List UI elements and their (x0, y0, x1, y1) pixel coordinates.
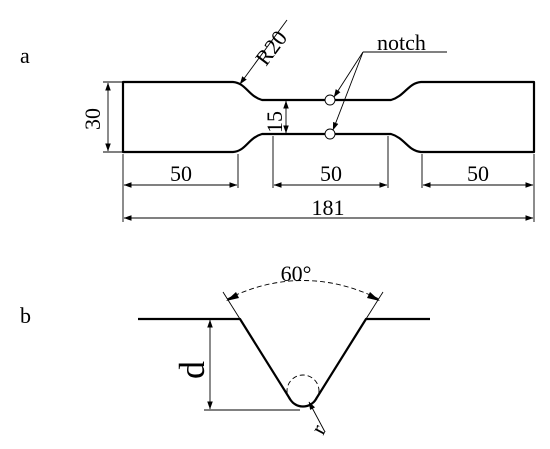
panel-b: b 60° d r (20, 261, 430, 438)
bottom-notch-marker (324, 128, 336, 140)
panel-b-label: b (20, 303, 31, 328)
total-length-label: 181 (312, 195, 345, 220)
gauge-length-label: 50 (320, 161, 342, 186)
tip-radius-leader (308, 401, 326, 433)
right-grip-label: 50 (467, 161, 489, 186)
width-label: 30 (80, 108, 105, 130)
angle-ext-left (222, 291, 241, 320)
panel-a: a notch R20 30 15 50 5 (20, 19, 536, 222)
tip-radius-label: r (305, 420, 331, 439)
angle-label: 60° (281, 261, 312, 286)
radius-leader (239, 19, 288, 85)
depth-label: d (172, 361, 212, 379)
angle-ext-right (365, 291, 384, 320)
angle-arrow-right (367, 292, 380, 301)
specimen-outline (121, 80, 536, 154)
angle-arrow-left (226, 292, 239, 301)
left-grip-label: 50 (170, 161, 192, 186)
v-notch-profile (138, 317, 430, 408)
radius-label: R20 (250, 26, 292, 70)
notch-leader-bottom (332, 51, 364, 131)
top-notch-marker (324, 94, 336, 106)
gauge-width-label: 15 (262, 111, 287, 133)
notch-leader-top (333, 51, 364, 98)
tip-radius-circle (286, 374, 320, 408)
notch-label: notch (377, 30, 426, 55)
angle-arc (226, 280, 380, 300)
panel-a-label: a (20, 43, 30, 68)
